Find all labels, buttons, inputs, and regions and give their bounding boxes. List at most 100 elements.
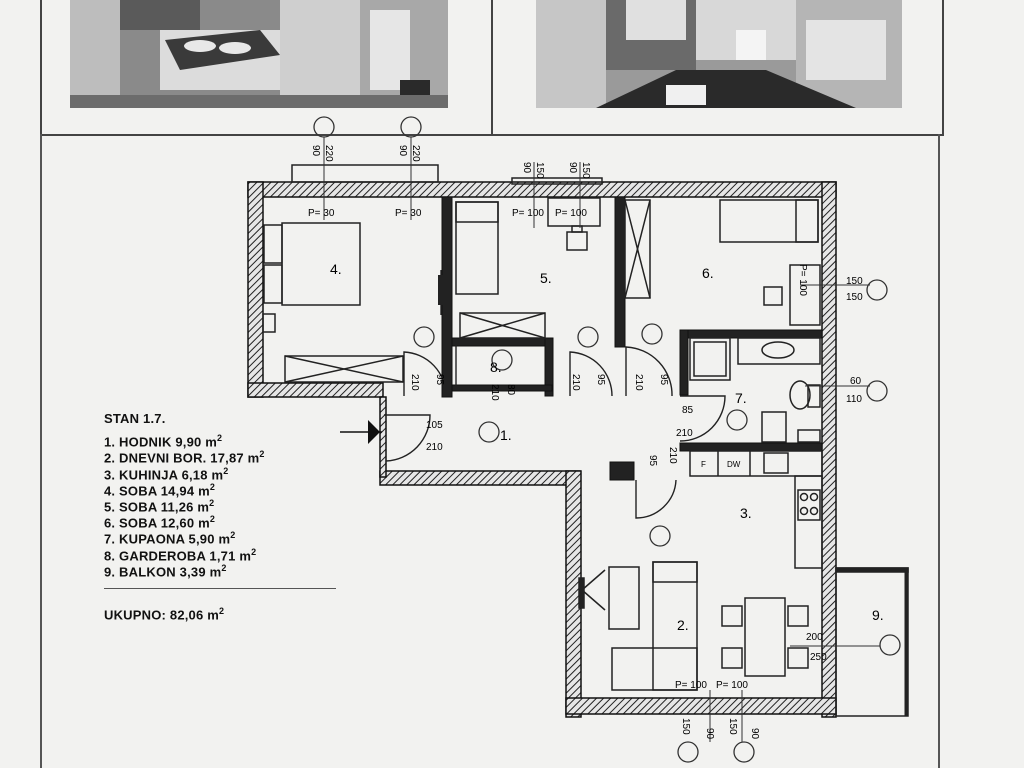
wall-5-bottom xyxy=(451,337,548,347)
square-symbol: 2 xyxy=(223,465,229,476)
legend-item-label: 7. KUPAONA 5,90 m xyxy=(104,531,231,547)
dim-95b: 95 xyxy=(595,374,606,386)
dim-150f: 150 xyxy=(727,718,738,735)
door-room6 xyxy=(625,346,673,397)
room4-furniture xyxy=(262,222,404,383)
dim-210a: 210 xyxy=(409,374,420,391)
window-sills xyxy=(291,164,603,185)
tv-cabinet xyxy=(608,566,640,630)
sink-counter xyxy=(737,337,821,365)
room-label-3: 3. xyxy=(740,505,752,521)
shower xyxy=(689,337,731,381)
dim-150e: 150 xyxy=(680,718,691,735)
square-symbol: 2 xyxy=(209,514,216,525)
window-section-lines xyxy=(323,137,880,742)
wall-bath-left xyxy=(679,329,689,396)
dim-105: 105 xyxy=(426,420,443,431)
photo-strip xyxy=(0,0,1024,140)
wardrobe-room6 xyxy=(624,199,651,299)
legend-item: 8. GARDEROBA 1,71 m2 xyxy=(104,544,344,563)
dim-210g: 210 xyxy=(667,447,678,464)
kitchen-photo xyxy=(70,0,448,108)
bed-single-room5 xyxy=(455,201,499,295)
door-entrance xyxy=(384,414,431,462)
page-frame-right xyxy=(938,134,940,768)
legend-item-label: 4. SOBA 14,94 m xyxy=(104,483,210,499)
legend-item: 2. DNEVNI BOR. 17,87 m2 xyxy=(104,446,344,465)
sill-room4 xyxy=(291,164,439,183)
dim-150d: 150 xyxy=(846,292,863,303)
dim-200: 200 xyxy=(806,632,823,643)
dim-90c: 90 xyxy=(521,162,532,174)
door-room4 xyxy=(403,351,447,397)
wall-right xyxy=(821,181,837,718)
legend-item-label: 5. SOBA 11,26 m xyxy=(104,499,210,515)
legend-item-label: 3. KUHINJA 6,18 m xyxy=(104,466,224,482)
cooktop xyxy=(797,489,821,521)
legend-item-label: 6. SOBA 12,60 m xyxy=(104,515,210,531)
room5-furniture xyxy=(455,197,601,339)
legend-item-label: 2. DNEVNI BOR. 17,87 m xyxy=(104,450,260,466)
window-label-p100c: P= 100 xyxy=(797,264,808,296)
dim-150b: 150 xyxy=(580,162,591,179)
kitchen-counter-right xyxy=(794,475,823,569)
legend-item-label: 9. BALKON 3,39 m xyxy=(104,564,222,580)
room-label-7: 7. xyxy=(735,390,747,406)
wall-hall-bottom xyxy=(379,470,581,486)
legend-item: 7. KUPAONA 5,90 m2 xyxy=(104,527,344,546)
legend-total: UKUPNO: 82,06 m2 xyxy=(104,603,344,622)
wardrobe-room4 xyxy=(284,355,404,383)
legend-item: 9. BALKON 3,39 m2 xyxy=(104,560,344,580)
living-room-photo xyxy=(536,0,902,108)
wall-5-6 xyxy=(614,196,626,348)
dim-90a: 90 xyxy=(310,145,321,157)
wardrobe-room5 xyxy=(459,312,546,339)
dim-150c: 150 xyxy=(846,276,863,287)
washing-machine xyxy=(761,411,787,443)
dim-210d: 210 xyxy=(633,374,644,391)
balcony-outline xyxy=(835,567,909,717)
bed-single-room6 xyxy=(719,199,819,243)
balcony-rail xyxy=(835,567,909,573)
dim-210f: 210 xyxy=(426,442,443,453)
room-label-1: 1. xyxy=(500,427,512,443)
photo-frame-line xyxy=(40,0,944,136)
kitchen-sink xyxy=(763,452,789,474)
room-label-2: 2. xyxy=(677,617,689,633)
room-label-6: 6. xyxy=(702,265,714,281)
living-furniture xyxy=(578,561,809,691)
dim-90f: 90 xyxy=(749,728,760,740)
sink xyxy=(761,341,795,359)
sofa xyxy=(652,561,698,691)
square-symbol: 2 xyxy=(221,562,227,573)
legend-item: 1. HODNIK 9,90 m2 xyxy=(104,430,344,449)
square-symbol: 2 xyxy=(251,546,257,557)
dishwasher-label: DW xyxy=(727,460,741,469)
dim-220a: 220 xyxy=(323,145,334,162)
outlet-markers xyxy=(313,116,901,763)
dim-95a: 95 xyxy=(434,374,445,386)
room-label-5: 5. xyxy=(540,270,552,286)
dim-250: 250 xyxy=(810,652,827,663)
desk-room6 xyxy=(789,264,821,326)
room-label-8: 8. xyxy=(490,359,502,375)
bathroom-fixtures xyxy=(689,337,821,443)
kitchen-units xyxy=(689,450,823,569)
dim-220b: 220 xyxy=(410,145,421,162)
wall-bottom-room4 xyxy=(247,382,384,398)
legend-title: STAN 1.7. xyxy=(104,411,166,426)
door-swings xyxy=(384,270,726,519)
window-label-p100a: P= 100 xyxy=(512,208,544,219)
balcony xyxy=(835,567,909,717)
wall-6-bottom xyxy=(679,329,823,339)
square-symbol: 2 xyxy=(217,433,223,444)
legend-item-label: 1. HODNIK 9,90 m xyxy=(104,434,218,450)
legend-item: 4. SOBA 14,94 m2 xyxy=(104,479,344,499)
bed-double xyxy=(281,222,361,306)
dim-85: 85 xyxy=(682,405,694,416)
square-symbol: 2 xyxy=(209,497,215,508)
dim-90b: 90 xyxy=(397,145,408,157)
dim-60: 60 xyxy=(850,376,862,387)
room-label-9: 9. xyxy=(872,607,884,623)
